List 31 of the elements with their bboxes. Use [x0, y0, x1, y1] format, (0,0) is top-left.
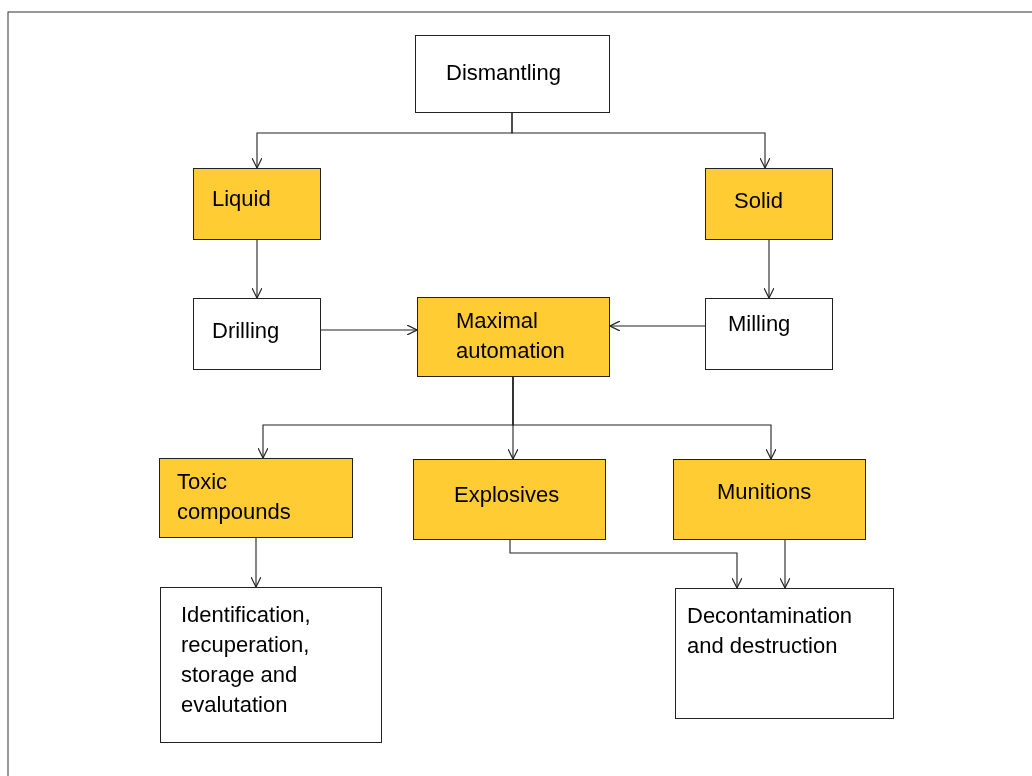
arrow [609, 320, 706, 332]
box-label: Explosives [454, 481, 561, 509]
box-label: Identification, recuperation, storage and evalutation [181, 601, 312, 719]
arrow [779, 539, 791, 589]
process-box [415, 35, 610, 113]
arrow [320, 324, 418, 336]
process-box [193, 298, 321, 370]
arrow [511, 112, 771, 169]
arrow [763, 239, 775, 299]
arrow [250, 537, 262, 588]
box-label: Decontamination and destruction [687, 602, 854, 660]
category-box [417, 297, 610, 377]
arrow [251, 239, 263, 299]
box-label: Toxic compounds [177, 468, 292, 526]
process-box [160, 587, 382, 743]
box-label: Liquid [212, 185, 272, 213]
process-box [675, 588, 894, 719]
category-box [413, 459, 606, 540]
category-box [673, 459, 866, 540]
arrow [509, 539, 743, 589]
category-box [705, 168, 833, 240]
box-label: Dismantling [446, 59, 562, 87]
box-label: Solid [734, 187, 784, 215]
box-label: Milling [728, 310, 792, 338]
process-box [705, 298, 833, 370]
category-box [193, 168, 321, 240]
arrow [512, 376, 777, 460]
box-label: Drilling [212, 317, 281, 345]
box-label: Maximal automation [456, 307, 566, 365]
category-box [159, 458, 353, 538]
box-label: Munitions [717, 478, 813, 506]
